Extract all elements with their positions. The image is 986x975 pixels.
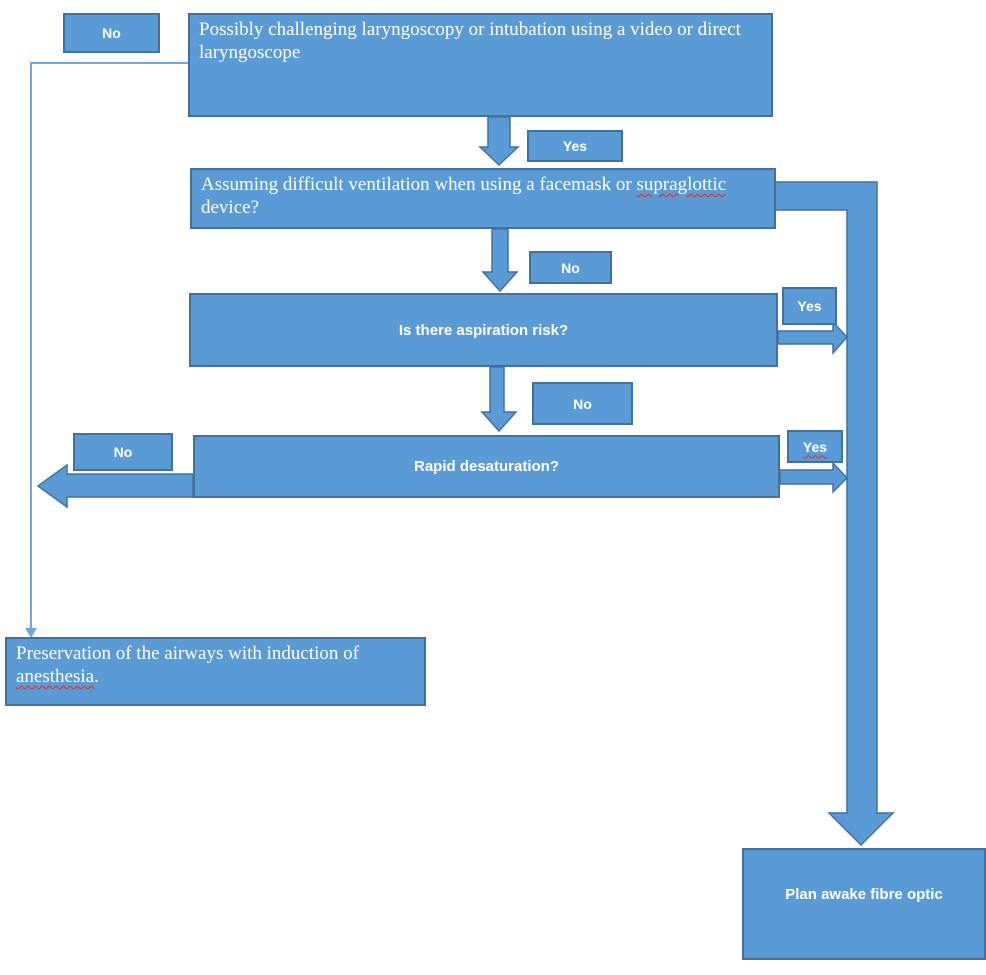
- outcome-box-awake-fibre-optic: Plan awake fibre optic: [742, 848, 986, 960]
- decision-box-difficult-ventilation-text-after: device?: [201, 196, 260, 218]
- decision-box-difficult-laryngoscopy: Possibly challenging laryngoscopy or int…: [188, 13, 773, 117]
- label-no-top-text: No: [102, 25, 121, 41]
- arrow-right-q4-yes-icon: [779, 461, 849, 494]
- arrow-right-q3-yes-icon: [777, 320, 849, 355]
- decision-box-difficult-laryngoscopy-text: Possibly challenging laryngoscopy or int…: [199, 19, 741, 63]
- label-no-top: No: [63, 13, 160, 53]
- outcome-box-preserve-airways-text-after: .: [94, 665, 99, 687]
- label-yes-q4-text: Yes: [802, 438, 828, 455]
- label-yes-q1-text: Yes: [562, 138, 588, 154]
- label-no-q4: No: [73, 433, 173, 471]
- label-no-q3: No: [532, 382, 633, 425]
- decision-box-difficult-ventilation-text-flagged: supraglottic: [636, 174, 727, 195]
- label-yes-q1: Yes: [527, 130, 623, 162]
- decision-box-difficult-ventilation-text-before: Assuming difficult ventilation when usin…: [201, 174, 637, 195]
- arrow-down-q2-q3-icon: [481, 228, 519, 293]
- connector-no-left-line: [30, 62, 188, 628]
- arrow-left-q4-no-icon: [36, 463, 194, 509]
- arrow-down-q1-q2-icon: [478, 116, 520, 167]
- label-no-q4-text: No: [113, 444, 133, 460]
- outcome-box-preserve-airways-text-flagged: anesthesia: [16, 665, 95, 687]
- label-yes-q3-text: Yes: [797, 298, 822, 314]
- label-no-q2-text: No: [561, 259, 580, 276]
- decision-box-aspiration-risk-text: Is there aspiration risk?: [398, 321, 569, 339]
- decision-box-aspiration-risk: Is there aspiration risk?: [189, 293, 778, 367]
- decision-box-rapid-desaturation-text: Rapid desaturation?: [413, 458, 559, 475]
- arrow-down-q3-q4-icon: [480, 366, 518, 433]
- decision-box-difficult-ventilation: Assuming difficult ventilation when usin…: [190, 168, 776, 229]
- outcome-box-preserve-airways-text-before: Preservation of the airways with inducti…: [16, 643, 359, 664]
- outcome-box-preserve-airways: Preservation of the airways with inducti…: [5, 637, 426, 706]
- label-yes-q3: Yes: [782, 287, 837, 325]
- connector-yes-right-big-arrow-icon: [772, 181, 895, 847]
- label-no-q3-text: No: [573, 395, 592, 412]
- label-yes-q4: Yes: [787, 430, 843, 463]
- label-no-q2: No: [529, 251, 612, 284]
- outcome-box-awake-fibre-optic-text: Plan awake fibre optic: [785, 885, 943, 903]
- decision-box-rapid-desaturation: Rapid desaturation?: [193, 435, 780, 498]
- connector-no-left-arrowhead-icon: [25, 628, 37, 638]
